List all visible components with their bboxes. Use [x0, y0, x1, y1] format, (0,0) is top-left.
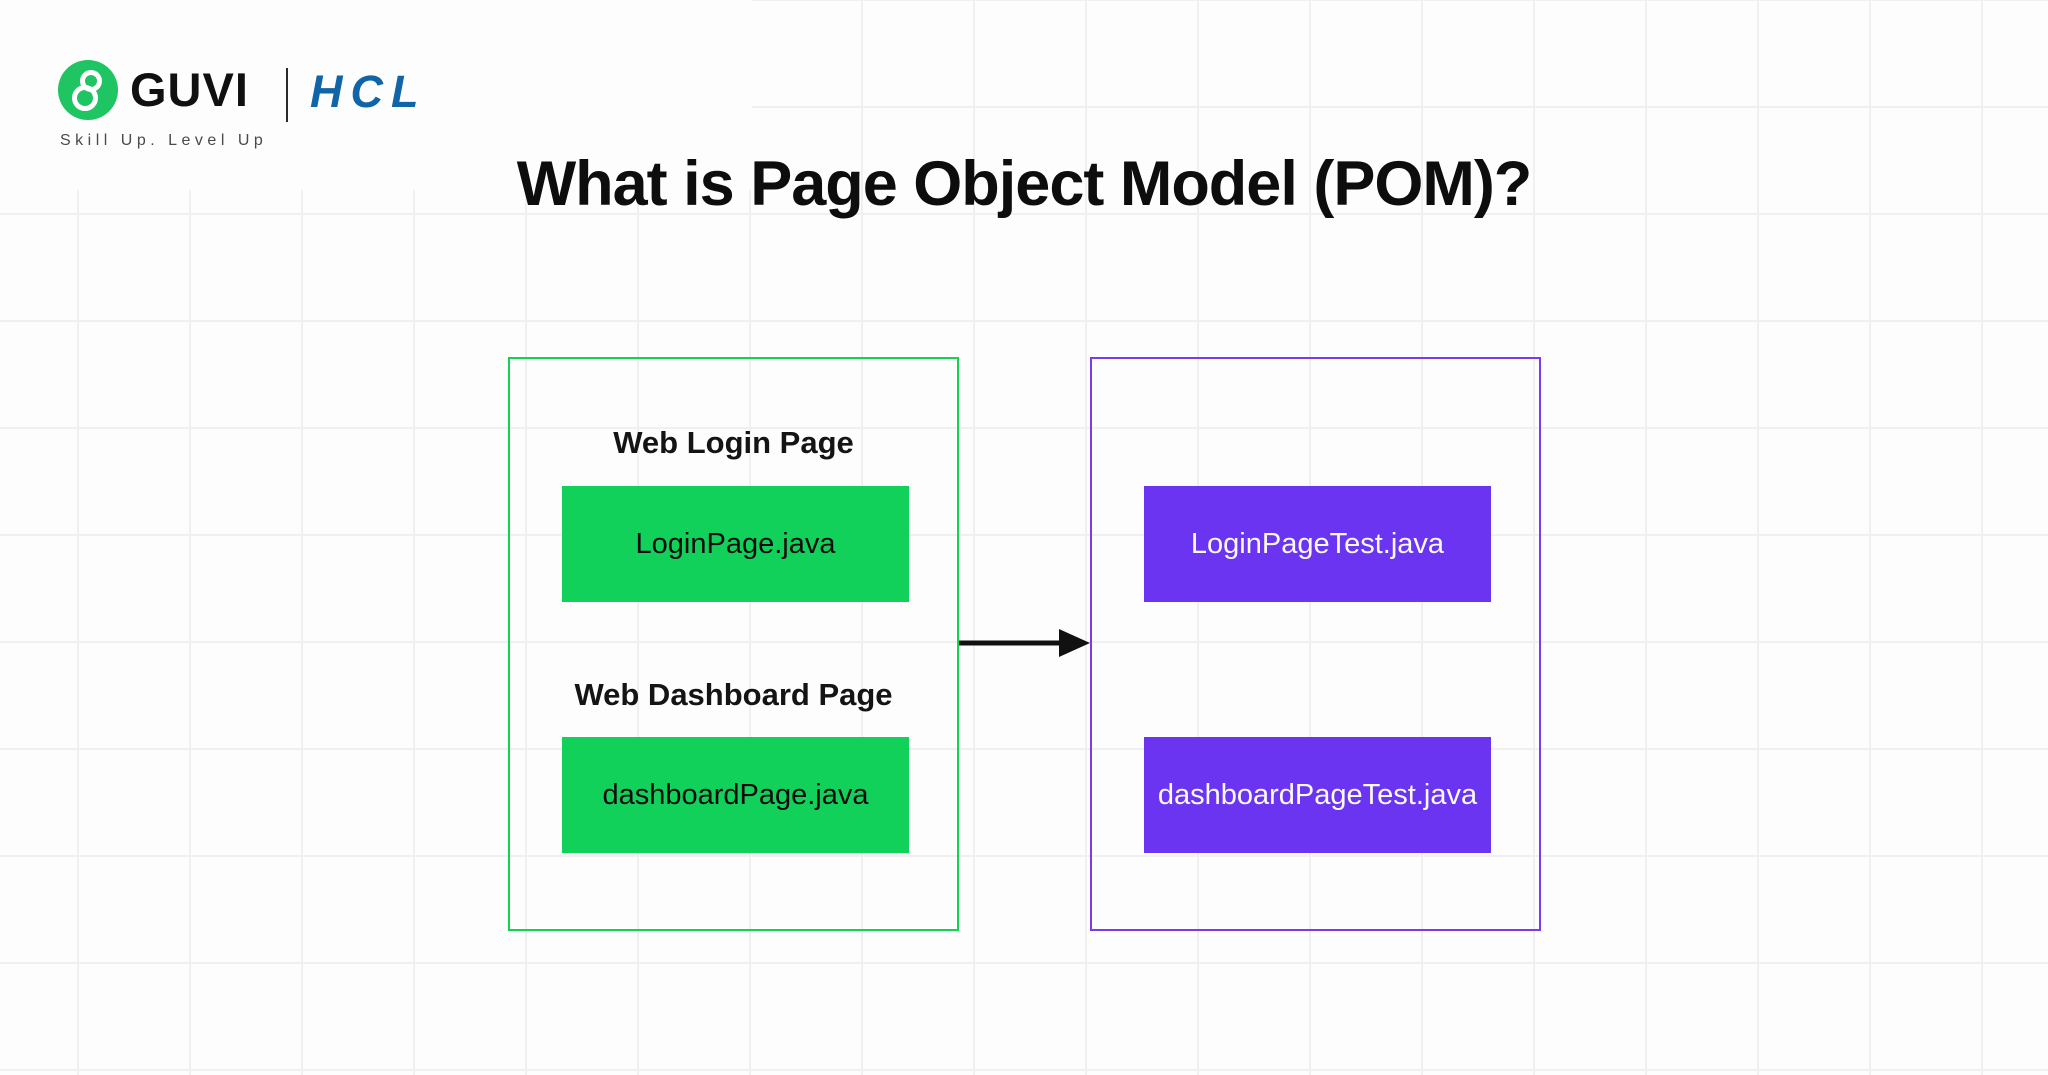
brand-divider [286, 68, 288, 122]
page-title: What is Page Object Model (POM)? [516, 149, 1533, 219]
page-class-box: LoginPage.java [562, 486, 909, 602]
page-objects-container: Web Login Page LoginPage.java Web Dashbo… [508, 357, 959, 931]
page-class-box: dashboardPage.java [562, 737, 909, 853]
right-arrow-icon [959, 629, 1090, 657]
guvi-wordmark: GUVI [130, 63, 249, 116]
brand-tagline: Skill Up. Level Up [60, 132, 268, 149]
logo-backdrop [0, 0, 752, 190]
guvi-logo-icon [58, 60, 118, 120]
hcl-logo: HCL [310, 66, 427, 117]
class-filename: LoginPage.java [635, 527, 836, 560]
class-filename: LoginPageTest.java [1190, 527, 1445, 560]
brand-header: GUVI HCL Skill Up. Level Up [58, 60, 418, 160]
test-class-box: dashboardPageTest.java [1144, 737, 1491, 853]
test-class-box: LoginPageTest.java [1144, 486, 1491, 602]
page-label: Web Login Page [613, 425, 854, 460]
page-label: Web Dashboard Page [574, 677, 893, 712]
class-filename: dashboardPageTest.java [1157, 778, 1478, 811]
tests-container: LoginPageTest.java dashboardPageTest.jav… [1090, 357, 1541, 931]
class-filename: dashboardPage.java [602, 778, 869, 811]
